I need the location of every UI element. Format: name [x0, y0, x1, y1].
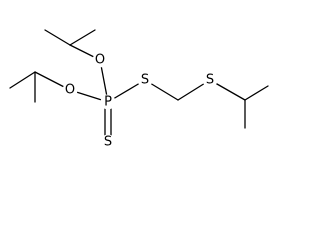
oxygen-lower: O — [62, 82, 78, 98]
sulfur-ether-label: S — [206, 73, 214, 88]
oxygen-upper-label: O — [95, 53, 105, 68]
sulfur-bridge-backdrop — [137, 72, 153, 88]
phosphorus-backdrop — [100, 94, 116, 110]
oxygen-lower-label: O — [65, 83, 75, 98]
atom-labels: O O P S S S — [62, 52, 218, 150]
oxygen-upper: O — [92, 52, 108, 68]
sulfur-bridge-label: S — [141, 73, 149, 88]
sulfur-ether-backdrop — [202, 72, 218, 88]
sulfur-thiono-backdrop — [100, 134, 116, 150]
oxygen-lower-backdrop — [62, 82, 78, 98]
bond-ch3-a-ch — [44, 29, 71, 46]
sulfur-thiono-label: S — [104, 135, 112, 150]
bond-ch-ch3-e — [244, 85, 269, 101]
bond-ch3-c-ch — [9, 71, 36, 89]
phosphorus: P — [100, 94, 116, 110]
molecule-structure: O O P S S S — [9, 29, 269, 150]
bond-ch3-b-ch — [69, 29, 96, 46]
sulfur-thiono: S — [100, 134, 116, 150]
oxygen-upper-backdrop — [92, 52, 108, 68]
sulfur-ether: S — [202, 72, 218, 88]
bonds — [9, 29, 269, 143]
sulfur-bridge: S — [137, 72, 153, 88]
phosphorus-label: P — [104, 95, 112, 110]
